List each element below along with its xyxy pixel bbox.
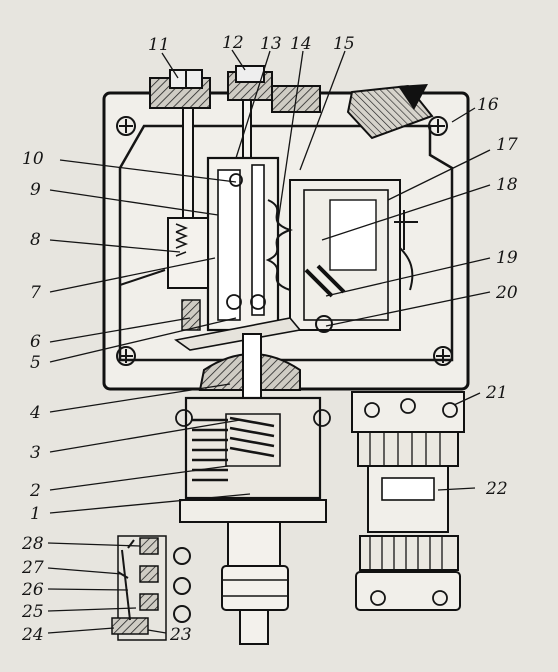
callout-1: 1	[30, 504, 41, 524]
callout-26: 26	[21, 580, 44, 600]
callout-22: 22	[485, 479, 508, 499]
callout-2: 2	[29, 481, 41, 501]
screw-icon	[313, 409, 331, 427]
screw-icon	[442, 402, 458, 418]
callout-15: 15	[333, 34, 355, 54]
corner-screw-icon	[428, 116, 448, 136]
callout-13: 13	[260, 34, 282, 54]
callout-7: 7	[30, 283, 41, 303]
leader-lines	[47, 49, 491, 634]
callout-23: 23	[169, 625, 192, 645]
switch-detail	[111, 535, 191, 641]
mechanism	[167, 156, 418, 351]
callout-25: 25	[21, 602, 44, 622]
top-adjusters	[149, 65, 434, 249]
screw-icon	[175, 409, 193, 427]
sensing-element	[175, 333, 331, 645]
callout-6: 6	[30, 332, 41, 352]
callout-12: 12	[222, 33, 244, 53]
callout-10: 10	[22, 149, 44, 169]
callout-4: 4	[29, 403, 41, 423]
callout-9: 9	[30, 180, 41, 200]
screw-icon	[364, 402, 380, 418]
callout-3: 3	[30, 443, 41, 463]
housing	[102, 91, 470, 391]
screw-icon	[400, 398, 416, 414]
corner-screw-icon	[116, 346, 136, 366]
callout-18: 18	[496, 175, 518, 195]
callout-19: 19	[496, 248, 518, 268]
callout-11: 11	[148, 35, 170, 55]
callout-24: 24	[21, 625, 44, 645]
callout-27: 27	[21, 558, 44, 578]
callout-20: 20	[495, 283, 518, 303]
connector	[351, 391, 465, 611]
corner-screws	[116, 116, 453, 366]
callout-28: 28	[21, 534, 44, 554]
callout-5: 5	[30, 353, 41, 373]
screw-icon	[432, 590, 448, 606]
callout-16: 16	[477, 95, 499, 115]
corner-screw-icon	[433, 346, 453, 366]
callout-17: 17	[496, 135, 518, 155]
callout-14: 14	[290, 34, 312, 54]
screw-icon	[370, 590, 386, 606]
callout-21: 21	[485, 383, 508, 403]
corner-screw-icon	[116, 116, 136, 136]
callout-labels: 11 12 13 14 15 16 17 18 19 20 21 22 23 2…	[21, 33, 518, 645]
callout-8: 8	[30, 230, 41, 250]
